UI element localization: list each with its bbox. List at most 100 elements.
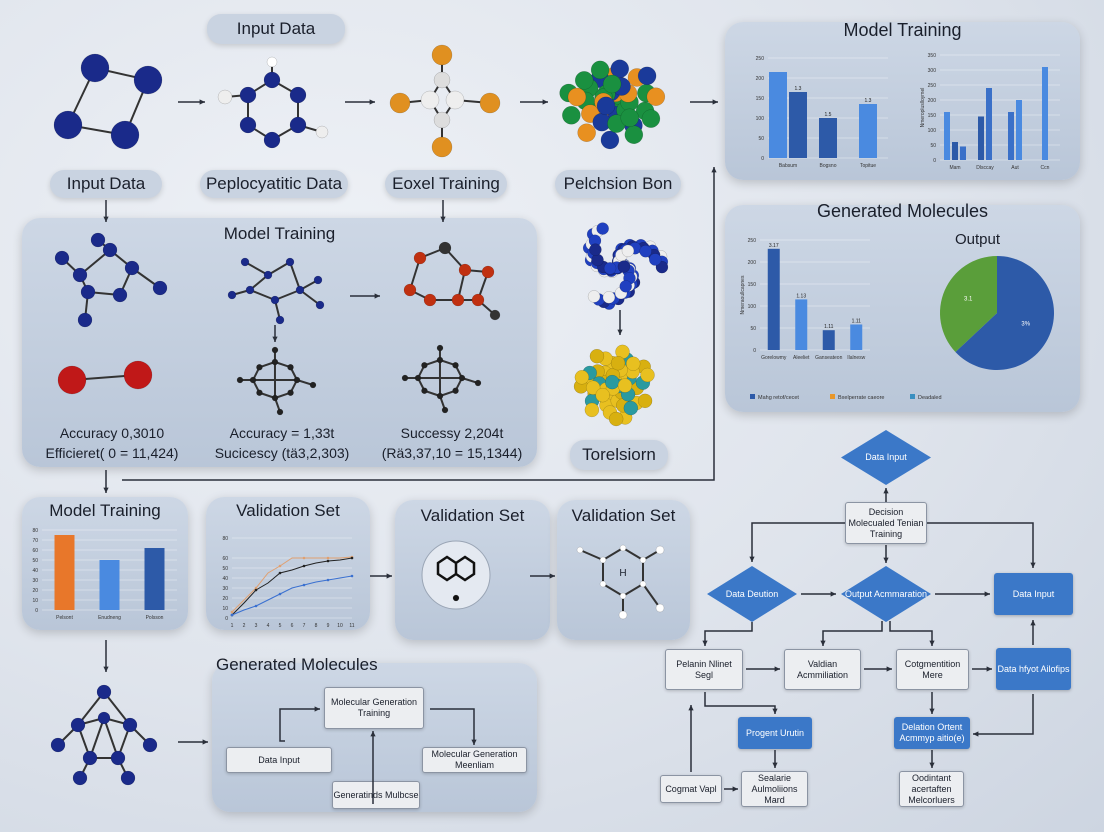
- atom: [589, 348, 605, 364]
- atom: [613, 362, 628, 378]
- atom: [598, 264, 611, 278]
- atom: [573, 379, 589, 394]
- atom: [72, 770, 88, 786]
- validation-set-panel-3: Validation Set: [557, 500, 690, 640]
- arrow-head-icon: [688, 705, 694, 711]
- box-generated-molecules: Generatinds Mulbcse: [332, 781, 420, 809]
- atom: [594, 88, 613, 107]
- atom: [579, 78, 599, 98]
- atom: [97, 711, 111, 725]
- stat-line: (Rä3,37,10 = 15,1344): [381, 445, 523, 461]
- arrow-head-icon: [929, 762, 935, 768]
- atom: [619, 280, 632, 293]
- atom: [618, 286, 632, 299]
- bond: [77, 691, 105, 726]
- atom: [609, 381, 625, 396]
- atom: [611, 378, 627, 394]
- atom: [615, 344, 630, 360]
- connector-line: [889, 621, 933, 646]
- atom: [602, 297, 616, 310]
- atom: [624, 125, 644, 144]
- atom: [626, 240, 639, 253]
- atom: [603, 378, 619, 394]
- atom: [567, 87, 587, 107]
- atom: [639, 245, 652, 258]
- box-b2: Delation Ortent Acmmyp aitio(e): [894, 717, 970, 749]
- atom: [604, 374, 620, 390]
- panel-title: Generated Molecules: [216, 655, 378, 674]
- arrow-head-icon: [103, 487, 109, 493]
- panel-title: Validation Set: [420, 506, 525, 525]
- atom: [616, 398, 631, 413]
- panel-title: Model Training: [49, 501, 161, 520]
- atom: [629, 395, 644, 411]
- atom: [606, 83, 625, 103]
- box-molecular-generation-meenliam: Molecular Generation Meenliam: [422, 747, 527, 773]
- atom: [611, 262, 624, 275]
- atom: [574, 71, 594, 90]
- atom: [634, 239, 648, 252]
- atom: [601, 82, 621, 102]
- atom: [616, 101, 635, 120]
- atom: [433, 111, 451, 129]
- pie-title: Output: [955, 231, 1001, 248]
- box-b1: Progent Urutin: [738, 717, 812, 749]
- atom: [612, 254, 625, 268]
- bond: [271, 79, 299, 96]
- atom: [598, 106, 617, 125]
- arrow-head-icon: [830, 591, 836, 597]
- label-torelsiorn: Torelsiorn: [570, 440, 668, 470]
- atom: [577, 123, 596, 142]
- atom: [655, 255, 669, 268]
- atom: [597, 365, 613, 380]
- atom: [620, 92, 639, 112]
- atom: [239, 116, 257, 134]
- atom: [617, 378, 633, 393]
- atom: [596, 96, 616, 116]
- atom: [635, 101, 655, 121]
- bond: [77, 724, 91, 759]
- atom: [614, 385, 629, 400]
- atom: [637, 241, 650, 255]
- atom: [611, 90, 631, 110]
- bond: [67, 124, 126, 136]
- atom: [445, 90, 465, 110]
- stat-line: Sucicescy (tä3,2,303): [214, 445, 350, 461]
- atom: [598, 390, 614, 406]
- atom: [624, 116, 643, 135]
- atom: [629, 380, 645, 396]
- atom: [587, 386, 602, 401]
- atom: [648, 253, 662, 266]
- atom: [53, 110, 83, 140]
- atom: [623, 271, 636, 285]
- atom: [622, 264, 635, 278]
- atom: [599, 398, 614, 413]
- bond: [271, 124, 299, 141]
- atom: [574, 370, 590, 385]
- atom: [654, 250, 668, 263]
- atom: [592, 293, 605, 306]
- atom: [587, 290, 601, 303]
- atom: [627, 276, 641, 289]
- atom: [581, 104, 600, 123]
- arrow-head-icon: [199, 99, 205, 105]
- bond: [399, 99, 431, 104]
- validation-set-panel-2: Validation Set: [395, 500, 550, 640]
- bond: [129, 724, 151, 746]
- arrow-head-icon: [929, 640, 935, 646]
- atom: [610, 261, 624, 275]
- atom: [120, 770, 136, 786]
- atom: [605, 367, 621, 383]
- arrow-head-icon: [712, 99, 718, 105]
- atom: [582, 241, 596, 255]
- atom: [588, 234, 602, 247]
- atom: [637, 83, 656, 103]
- stat-line: Accuracy = 1,33t: [229, 425, 335, 441]
- atom: [96, 684, 112, 700]
- atom: [590, 259, 604, 273]
- panel-title: Model Training: [843, 20, 962, 40]
- atom: [585, 237, 599, 251]
- box-molecular-generation-training: Molecular Generation Training: [324, 687, 424, 729]
- atom: [289, 86, 307, 104]
